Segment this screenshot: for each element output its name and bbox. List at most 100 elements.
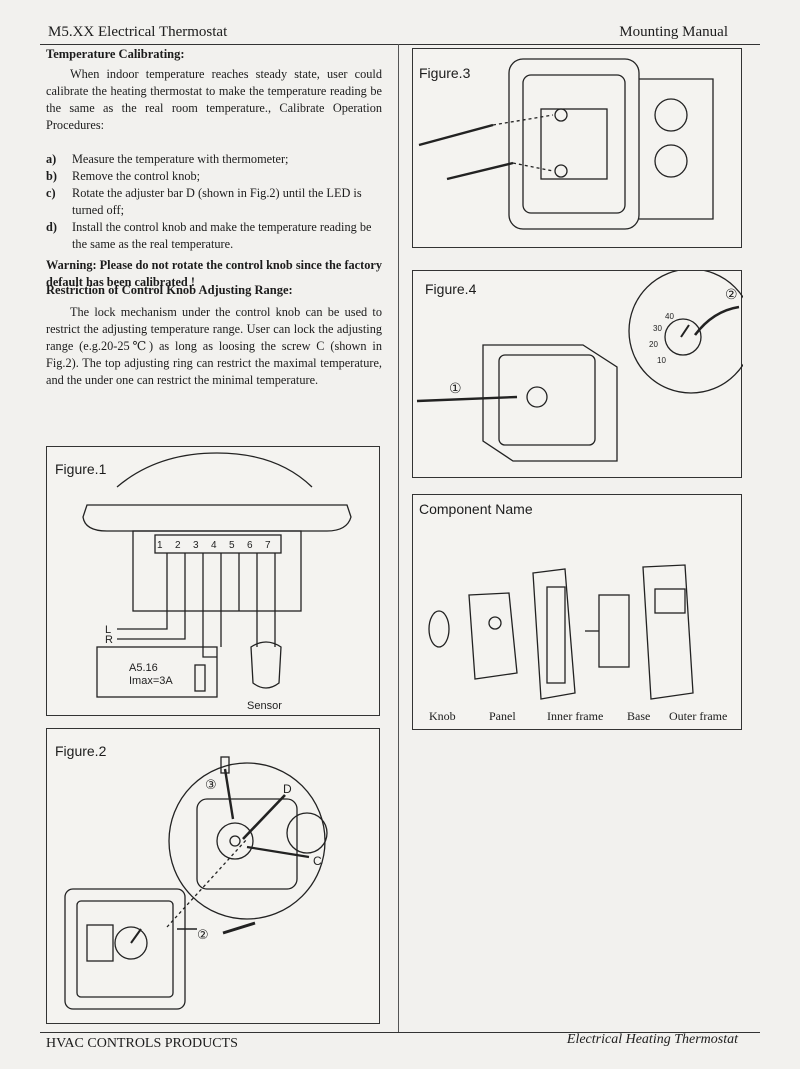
outer-frame [508,58,640,230]
screwdriver-top [223,768,235,820]
base-body-outline [132,530,302,612]
footer-left: HVAC CONTROLS PRODUCTS [46,1036,238,1051]
calibrating-intro: When indoor temperature reaches steady s… [46,67,382,132]
box-hole-bottom [654,144,688,178]
component-name-box: Component Name Knob Panel Inner frame Ba… [412,494,742,730]
calibrating-section: Temperature Calibrating: When indoor tem… [46,46,382,291]
restriction-text: The lock mechanism under the control kno… [46,305,382,387]
dial-tick-20: 20 [649,340,658,349]
wiring-diagram: 1 2 3 4 5 6 7 L R A5.16 Imax=3A Sensor [82,452,352,712]
thermostat-body [482,344,618,462]
restriction-section: Restriction of Control Knob Adjusting Ra… [46,282,382,389]
exploded-view [428,564,694,700]
footer-right: Electrical Heating Thermostat [566,1032,738,1047]
arrow-c [246,845,310,859]
knob-part [428,610,450,648]
warning-text: Warning: Please do not rotate the contro… [46,258,382,289]
step-marker: b) [46,169,57,183]
dial-tick-40: 40 [665,312,674,321]
screw-bottom [446,161,514,181]
terminal-4: 4 [211,540,217,551]
calibration-diagram: ③ ② D C [64,756,328,1010]
label-inner-frame: Inner frame [547,709,604,723]
callout-3: ③ [205,777,217,792]
inner-frame-part [532,568,576,700]
restriction-heading: Restriction of Control Knob Adjusting Ra… [46,283,293,297]
figure-3: Figure.3 [412,48,742,248]
sensor-probe [250,641,282,689]
figure-2-label: Figure.2 [55,743,107,759]
box-hole-top [654,98,688,132]
knob-hole [286,812,328,854]
step-marker: c) [46,186,56,200]
figure-1-label: Figure.1 [55,461,107,477]
lock-dial [526,386,548,408]
label-knob: Knob [429,709,456,723]
screw-top [418,123,494,147]
arrow-d [242,794,286,840]
label-outer-frame: Outer frame [669,709,728,723]
label-base: Base [627,709,651,723]
range-diagram: ① ② 40 30 20 10 [416,268,754,462]
screwdriver-1 [416,395,518,403]
letter-d: D [283,782,292,796]
base-core [540,108,608,180]
adjuster-dial [216,822,254,860]
zoom-circle [168,762,326,920]
list-item: c) Rotate the adjuster bar D (shown in Fi… [46,185,382,219]
wire-r-label: R [105,634,113,646]
outer-frame-part [642,564,694,700]
range-dial [664,318,702,356]
front-slot [86,924,114,962]
outer-frame-outline [82,504,352,532]
terminal-3: 3 [193,540,199,551]
step-marker: a) [46,152,57,166]
wire-r [117,611,186,640]
base-part [598,594,630,668]
list-item: d) Install the control knob and make the … [46,219,382,253]
dial-tick-30: 30 [653,324,662,333]
step-text: Remove the control knob; [72,169,201,183]
rating-line-1: A5.16 [129,662,158,674]
fuse-symbol [194,664,206,692]
zoomed-base [196,798,298,890]
list-item: a)Measure the temperature with thermomet… [46,151,382,168]
figure-1: Figure.1 1 2 [46,446,380,716]
label-panel: Panel [489,709,516,723]
arrow-2 [693,305,740,336]
thermostat-top-outline [116,452,313,488]
wire-l-label: L [105,624,111,636]
callout-2: ② [197,927,209,942]
terminal-5: 5 [229,540,235,551]
screwdriver-handle [220,756,230,774]
header-title-left: M5.XX Electrical Thermostat [48,24,228,40]
step-text: Rotate the adjuster bar D (shown in Fig.… [72,186,362,217]
terminal-1: 1 [157,540,163,551]
load-box [96,646,218,698]
rating-line-2: Imax=3A [129,675,173,687]
base-plate [522,74,626,214]
footer-rule [40,1032,760,1033]
header-rule [40,44,760,45]
terminal-7: 7 [265,540,271,551]
figure-3-label: Figure.3 [419,65,471,81]
figure-4: Figure.4 ① ② 40 30 20 10 [412,268,754,478]
letter-c: C [313,854,322,868]
panel-part [468,592,518,680]
list-item: b) Remove the control knob; [46,168,382,185]
callout-2: ② [725,286,738,302]
callout-1: ① [449,380,462,396]
figure-2: Figure.2 ③ [46,728,380,1024]
sensor-label: Sensor [247,700,282,712]
wire-l [117,611,168,630]
calibrating-heading: Temperature Calibrating: [46,47,185,61]
screwdriver-side [222,921,256,935]
component-title: Component Name [419,501,533,517]
figure-4-label: Figure.4 [425,281,477,297]
step-marker: d) [46,220,57,234]
terminal-block-outline [154,534,282,554]
step-text: Install the control knob and make the te… [72,220,372,251]
header-title-right: Mounting Manual [619,24,728,40]
mounting-diagram [418,58,714,230]
